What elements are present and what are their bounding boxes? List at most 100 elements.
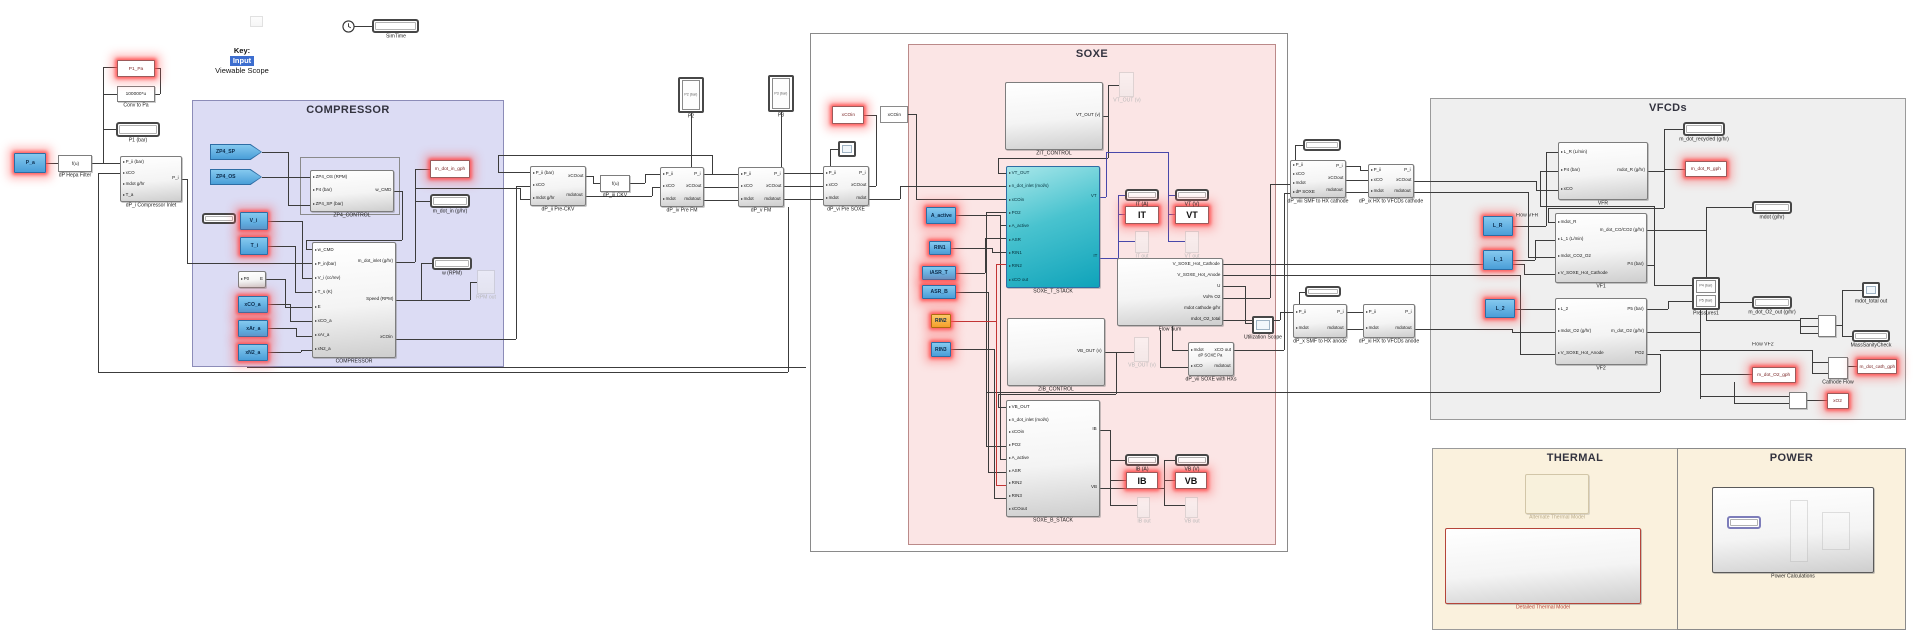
l-2-tag[interactable]: L_2	[1485, 299, 1515, 318]
m-dot-recycled-display[interactable]	[1683, 122, 1725, 136]
compressor-block[interactable]: w_CMDP_in(bar)V_i (cc/rev)T_s (K)ExCO_ax…	[312, 242, 396, 358]
l-1-tag[interactable]: L_1	[1483, 250, 1513, 270]
wire-segment	[1118, 214, 1125, 215]
xcoin-from[interactable]: xCOin	[880, 106, 908, 123]
vt-muted[interactable]	[1185, 231, 1199, 253]
pressures-scope[interactable]: P4 (bar)P5 (bar)	[1692, 277, 1720, 310]
p2-scope[interactable]: P2 (bar)	[678, 77, 704, 113]
wire-segment	[1548, 222, 1555, 223]
dp-iii-ckv-fn[interactable]: f(u)	[600, 175, 630, 192]
zp4-os-tag[interactable]: ZP4_OS	[210, 169, 262, 185]
simtime-display[interactable]	[372, 19, 419, 33]
mini-scope[interactable]	[838, 141, 856, 157]
iasr-t-tag[interactable]: iASR_T	[922, 266, 956, 280]
p1-pa-goto[interactable]: P1_Pa	[117, 60, 155, 77]
soxe-t-stack[interactable]: VT_OUTn_dot_inlet (mol/s)xCOinPO2A_activ…	[1006, 166, 1100, 288]
xco-a-tag[interactable]: xCO_a	[238, 296, 268, 313]
p3-scope[interactable]: P3 (bar)	[768, 75, 794, 112]
xo2-goto[interactable]: xO2	[1827, 393, 1849, 409]
it-a-display[interactable]	[1125, 189, 1159, 201]
power-inner-display[interactable]	[1727, 516, 1761, 529]
p0-e-block[interactable]: P0E	[238, 271, 266, 288]
vb-v-display[interactable]	[1175, 454, 1209, 466]
m-dot-o2-out-display[interactable]	[1752, 296, 1792, 309]
hepa-filter-fn[interactable]: f(u)	[58, 155, 92, 172]
alternate-thermal-model[interactable]	[1525, 474, 1589, 514]
asr-b-tag[interactable]: ASR_B	[922, 285, 956, 299]
product-block[interactable]	[1789, 392, 1807, 409]
p1-bar-display[interactable]	[116, 122, 160, 137]
rpm-out-muted[interactable]	[477, 270, 495, 294]
wire-segment	[1842, 290, 1862, 291]
ib-goto[interactable]: IB	[1126, 472, 1158, 489]
l-r-tag[interactable]: L_R	[1483, 216, 1513, 236]
cathode-flow-sum[interactable]	[1828, 357, 1848, 379]
xar-a-tag[interactable]: xAr_a	[238, 320, 268, 337]
power-sketch-muted[interactable]	[1790, 500, 1808, 562]
power-sketch-muted-2[interactable]	[1822, 512, 1850, 550]
zp4-control[interactable]: ZP4_OS (RPM)P4 (bar)ZP4_SP (bar)w_CMD	[310, 170, 394, 212]
conv-to-pa-gain[interactable]: 100000*u	[117, 86, 155, 102]
rin3-tag[interactable]: RIN3	[931, 342, 951, 357]
mdot-display[interactable]	[1752, 201, 1792, 214]
muted-block-top[interactable]	[250, 16, 263, 27]
sum-block[interactable]	[1818, 315, 1836, 337]
w-rpm-display[interactable]	[432, 257, 472, 270]
clock[interactable]	[342, 20, 355, 33]
it-muted[interactable]	[1135, 231, 1149, 253]
wire-segment	[1108, 116, 1109, 158]
vt-out-muted[interactable]	[1119, 72, 1134, 97]
xn2-a-tag[interactable]: xN2_a	[238, 344, 268, 361]
soxe-b-stack[interactable]: VB_OUTn_dot_inlet (mol/s)xCOinPO2A_activ…	[1006, 400, 1100, 517]
vfr-block-in-0: L_R (L/min)	[1561, 150, 1588, 155]
ib-a-display[interactable]	[1125, 454, 1159, 466]
vb-goto[interactable]: VB	[1175, 472, 1207, 489]
power-calculations[interactable]	[1712, 487, 1874, 573]
small-display[interactable]	[202, 213, 236, 224]
utilization-scope[interactable]	[1252, 316, 1274, 334]
zit-control[interactable]: VT_OUT (v)	[1005, 82, 1103, 150]
pa-input-tag[interactable]: P_a	[14, 153, 46, 173]
rin1-tag[interactable]: RIN1	[929, 241, 951, 255]
mass-sanity-check-display[interactable]	[1852, 330, 1890, 342]
vfr-block-out-0: mdot_R (g/hr)	[1617, 168, 1645, 173]
anode-display[interactable]	[1305, 286, 1341, 297]
v-i-tag[interactable]: V_i	[240, 212, 268, 230]
m-dot-o2-gph-goto[interactable]: m_dot_O2_gph	[1752, 367, 1796, 383]
m-dot-r-gph-goto[interactable]: m_dot_R_gph	[1685, 161, 1727, 177]
zp4-sp-tag[interactable]: ZP4_SP	[210, 144, 262, 160]
m-dot-in-display[interactable]	[430, 194, 470, 208]
detailed-thermal-model[interactable]	[1445, 528, 1641, 604]
it-goto[interactable]: IT	[1125, 206, 1159, 224]
vb-out-muted[interactable]	[1134, 337, 1149, 362]
ib-muted[interactable]	[1137, 497, 1150, 518]
vb-muted[interactable]	[1185, 497, 1198, 518]
cathode-display[interactable]	[1303, 139, 1341, 151]
zib-control[interactable]: VB_OUT (v)	[1007, 318, 1105, 386]
xcoin-goto[interactable]: xCOin	[832, 106, 864, 124]
vf1-block[interactable]: mdot_RL_1 (L/min)mdot_CO2_O2V_SOXE_Hot_C…	[1555, 213, 1647, 283]
t-i-tag[interactable]: T_i	[240, 237, 268, 255]
vfr-block-in-2: xCO	[1561, 187, 1573, 192]
m-dot-in-gph-goto[interactable]: m_dot_in_gph	[430, 160, 470, 178]
rin2-tag[interactable]: RIN2	[931, 314, 951, 328]
m-dot-cath-gph-goto[interactable]: m_dot_cath_gph	[1857, 359, 1897, 374]
vt-goto[interactable]: VT	[1175, 206, 1209, 224]
mdot-total-out-scope[interactable]	[1862, 282, 1880, 298]
vt-v-display[interactable]	[1175, 189, 1209, 201]
a-active-tag[interactable]: A_active	[926, 207, 956, 224]
